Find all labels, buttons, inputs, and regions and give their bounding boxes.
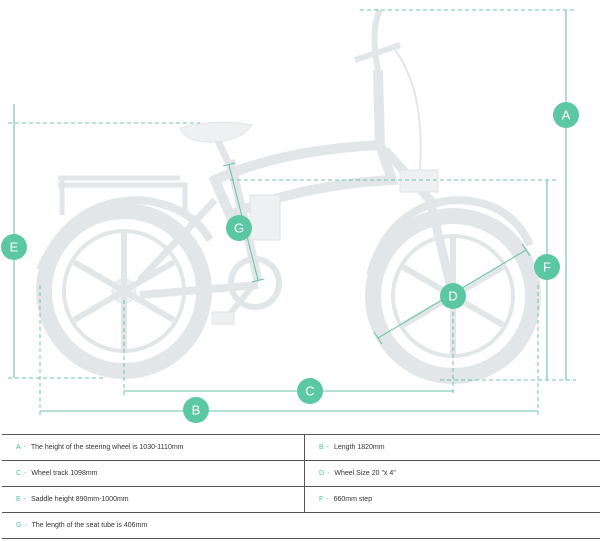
spec-row: C- Wheel track 1098mm D- Wheel Size 20 "… [2, 460, 600, 487]
marker-a: A [553, 102, 579, 128]
spec-f: F- 660mm step [304, 486, 600, 513]
bike-dimension-diagram: A B C D E F G [1, 8, 579, 423]
svg-text:D: D [448, 289, 457, 304]
bike-illustration [36, 8, 541, 384]
spec-b: B- Length 1820mm [304, 434, 600, 461]
spec-g: G- The length of the seat tube is 406mm [2, 512, 305, 539]
svg-text:B: B [192, 403, 201, 418]
marker-c: C [297, 378, 323, 404]
spec-d: D- Wheel Size 20 "x 4" [304, 460, 600, 487]
marker-e: E [1, 234, 27, 260]
svg-text:E: E [10, 240, 19, 255]
spec-c: C- Wheel track 1098mm [2, 460, 305, 487]
svg-text:G: G [234, 221, 244, 236]
svg-text:C: C [305, 384, 314, 399]
spec-e: E- Saddle height 890mm-1000mm [2, 486, 305, 513]
spec-legend-table: A- The height of the steering wheel is 1… [2, 434, 600, 539]
svg-text:A: A [562, 108, 571, 123]
spec-row: E- Saddle height 890mm-1000mm F- 660mm s… [2, 486, 600, 513]
marker-b: B [183, 397, 209, 423]
svg-text:F: F [543, 260, 551, 275]
marker-f: F [534, 254, 560, 280]
spec-row: A- The height of the steering wheel is 1… [2, 434, 600, 461]
spec-row: G- The length of the seat tube is 406mm [2, 512, 600, 539]
spec-a: A- The height of the steering wheel is 1… [2, 434, 305, 461]
marker-d: D [440, 283, 466, 309]
marker-g: G [226, 215, 252, 241]
